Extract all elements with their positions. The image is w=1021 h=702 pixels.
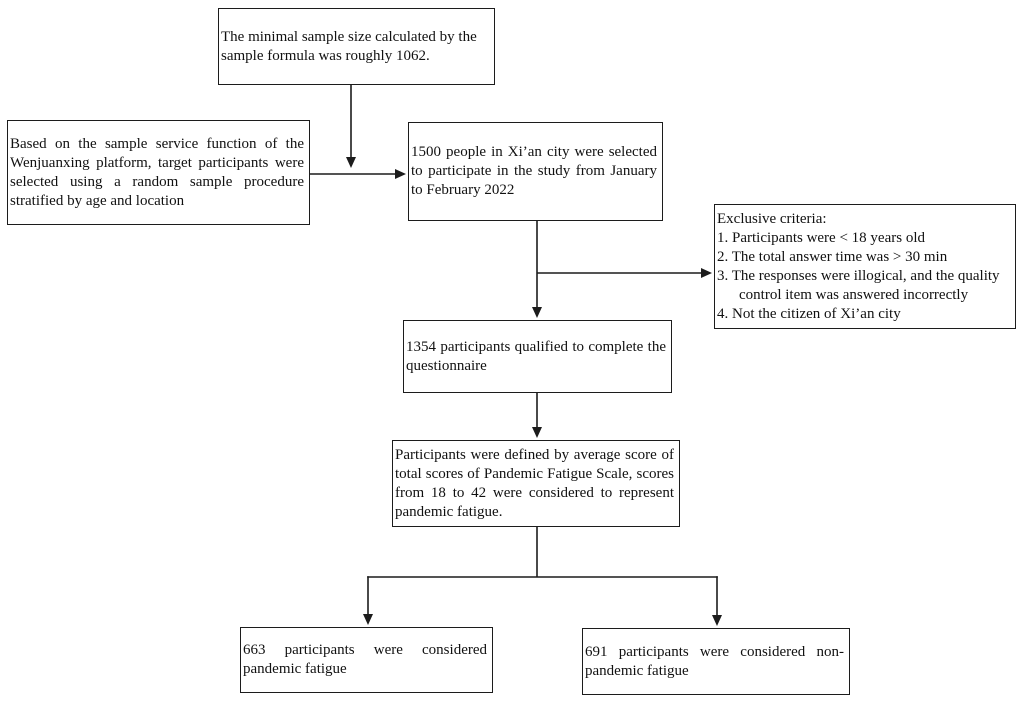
box-fatigue-definition: Participants were defined by average sco… — [392, 440, 680, 527]
box-minimal-sample-size: The minimal sample size calculated by th… — [218, 8, 495, 85]
box-fatigue-definition-text: Participants were defined by average sco… — [395, 446, 674, 520]
exclusive-criteria-item-3: 3. The responses were illogical, and the… — [717, 267, 1000, 303]
box-minimal-sample-size-text: The minimal sample size calculated by th… — [221, 28, 477, 64]
box-non-pandemic-fatigue-group-text: 691 participants were considered non-pan… — [585, 643, 844, 679]
box-selected-1500-text: 1500 people in Xi’an city were selected … — [411, 144, 657, 198]
box-non-pandemic-fatigue-group: 691 participants were considered non-pan… — [582, 628, 850, 695]
box-pandemic-fatigue-group: 663 participants were considered pandemi… — [240, 627, 493, 693]
exclusive-criteria-item-1: 1. Participants were < 18 years old — [717, 229, 925, 246]
box-qualified-1354-text: 1354 participants qualified to complete … — [406, 338, 666, 374]
box-sampling-method-text: Based on the sample service function of … — [10, 135, 304, 209]
box-selected-1500: 1500 people in Xi’an city were selected … — [408, 122, 663, 221]
exclusive-criteria-title: Exclusive criteria: — [717, 210, 827, 227]
box-pandemic-fatigue-group-text: 663 participants were considered pandemi… — [243, 642, 487, 677]
box-sampling-method: Based on the sample service function of … — [7, 120, 310, 225]
box-exclusive-criteria: Exclusive criteria: 1. Participants were… — [714, 204, 1016, 329]
box-qualified-1354: 1354 participants qualified to complete … — [403, 320, 672, 393]
exclusive-criteria-item-2: 2. The total answer time was > 30 min — [717, 248, 948, 265]
exclusive-criteria-item-4: 4. Not the citizen of Xi’an city — [717, 305, 901, 322]
